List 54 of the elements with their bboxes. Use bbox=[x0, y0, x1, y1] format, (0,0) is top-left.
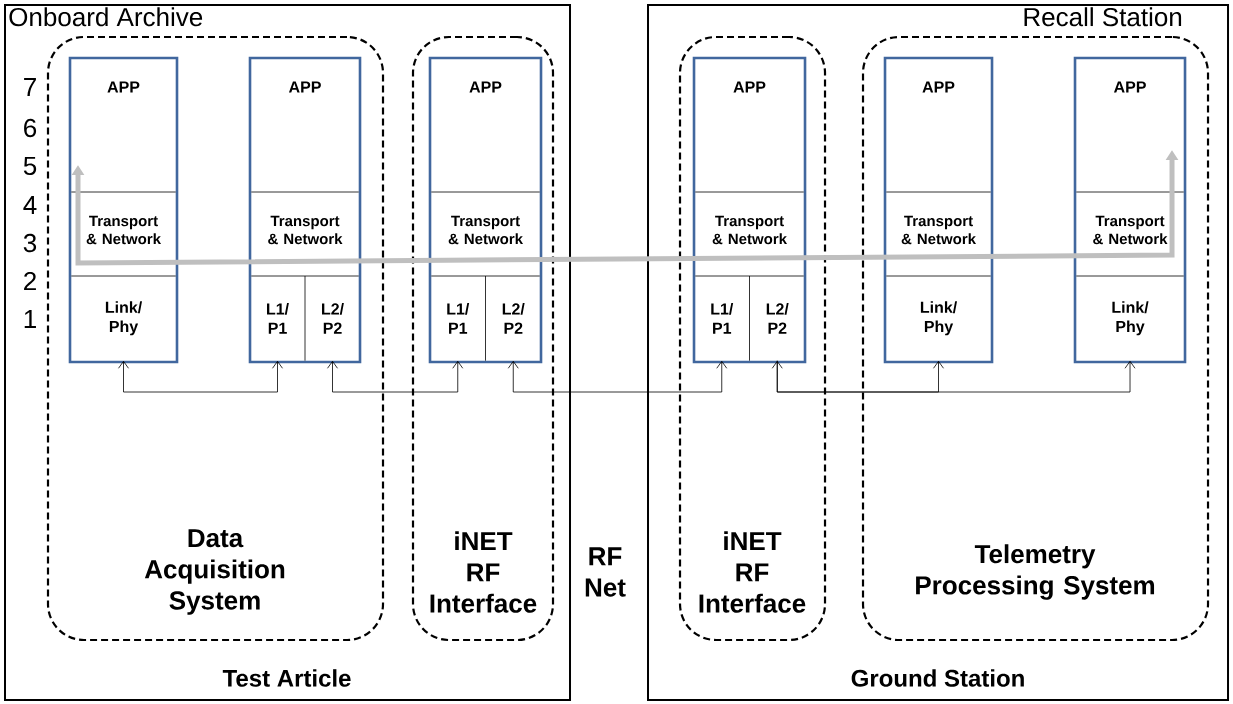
layer-label: APP bbox=[288, 81, 321, 93]
connector bbox=[507, 360, 728, 393]
dashed-group bbox=[411, 35, 555, 642]
connector bbox=[118, 360, 283, 393]
layer-label: Transport & Network bbox=[86, 215, 161, 245]
layer-label: Link/ Phy bbox=[920, 301, 957, 336]
protocol-stack bbox=[428, 56, 543, 364]
layer-label: Transport & Network bbox=[712, 215, 787, 245]
layer-label: Link/ Phy bbox=[105, 301, 142, 336]
layer-label: L1/ P1 bbox=[447, 302, 470, 334]
layer-number: 1 bbox=[24, 310, 36, 328]
layer-label: APP bbox=[922, 81, 955, 93]
protocol-stack bbox=[68, 56, 179, 364]
frame-heading: Onboard Archive bbox=[9, 7, 203, 27]
layer-label: Transport & Network bbox=[901, 215, 977, 245]
layer-number: 7 bbox=[24, 78, 36, 96]
connector bbox=[771, 360, 944, 393]
dashed-group bbox=[861, 35, 1210, 642]
connector bbox=[776, 360, 1136, 393]
dashed-group bbox=[678, 35, 827, 642]
protocol-stack bbox=[248, 56, 362, 364]
layer-label: L2/ P2 bbox=[502, 302, 525, 334]
layer-number: 2 bbox=[24, 271, 36, 291]
layer-label: L2/ P2 bbox=[322, 302, 344, 334]
layer-label: Transport & Network bbox=[1093, 215, 1168, 245]
system-frame bbox=[647, 4, 1229, 701]
dashed-group bbox=[46, 35, 385, 642]
layer-label: APP bbox=[1113, 81, 1146, 93]
protocol-stack bbox=[1073, 56, 1187, 364]
system-frame bbox=[4, 4, 571, 701]
group-title: Telemetry Processing System bbox=[916, 544, 1155, 600]
layer-label: Transport & Network bbox=[448, 215, 523, 245]
layer-label: APP bbox=[733, 81, 766, 93]
layer-label: Link/ Phy bbox=[1112, 301, 1149, 336]
connector bbox=[327, 360, 464, 393]
layer-label: L1/ P1 bbox=[267, 302, 289, 334]
layer-label: L1/ P1 bbox=[711, 302, 734, 334]
protocol-stack bbox=[692, 56, 807, 364]
group-title: Data Acquisition System bbox=[144, 529, 285, 615]
layer-number: 5 bbox=[23, 156, 37, 176]
group-title: iNET RF Interface bbox=[699, 531, 806, 613]
frame-heading: Recall Station bbox=[1024, 7, 1182, 27]
frame-title: Test Article bbox=[222, 669, 351, 687]
network-label: RF Net bbox=[585, 547, 626, 597]
layer-label: Transport & Network bbox=[268, 215, 343, 245]
layer-label: L2/ P2 bbox=[766, 302, 789, 334]
layer-label: APP bbox=[469, 81, 502, 93]
frame-title: Ground Station bbox=[851, 669, 1024, 687]
protocol-stack bbox=[883, 56, 994, 364]
group-title: iNET RF Interface bbox=[430, 531, 537, 613]
layer-number: 4 bbox=[23, 196, 37, 214]
layer-number: 6 bbox=[24, 118, 37, 138]
layer-label: APP bbox=[107, 81, 140, 93]
layer-number: 3 bbox=[23, 233, 37, 253]
